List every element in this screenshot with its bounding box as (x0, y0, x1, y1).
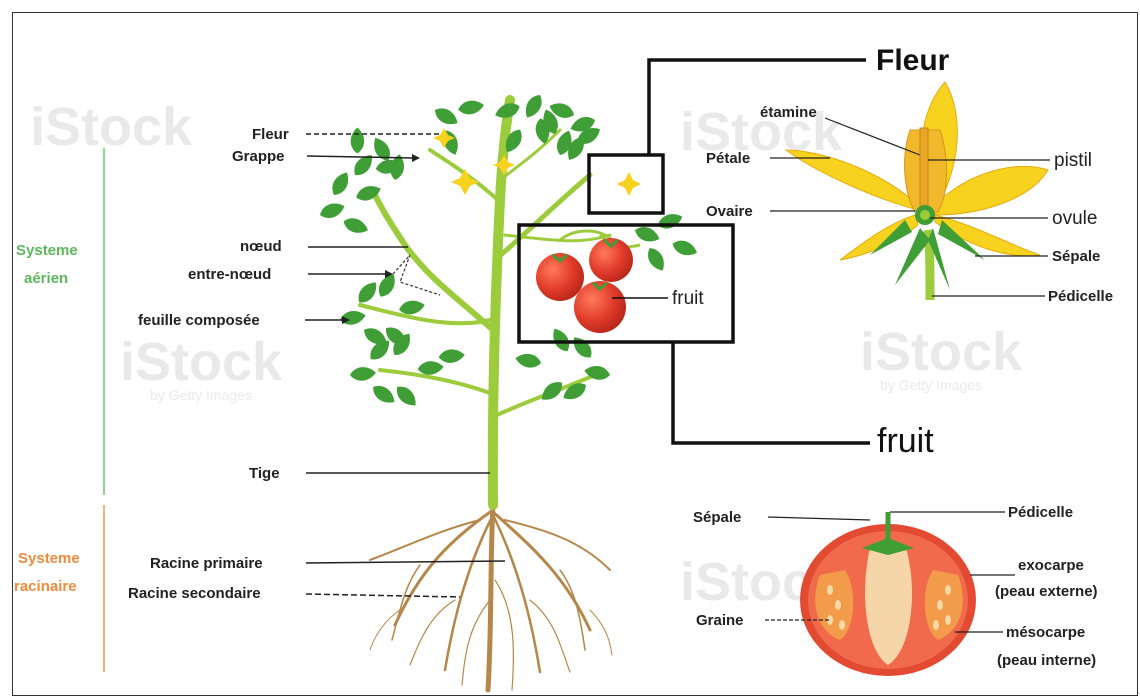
exocarpe-label: exocarpe (1018, 557, 1084, 574)
grappe-label: Grappe (232, 148, 285, 165)
roots (370, 505, 612, 690)
ovule-label: ovule (1052, 208, 1097, 229)
mesocarpe-label: mésocarpe (1006, 624, 1085, 641)
fleur-label: Fleur (252, 126, 289, 143)
pistil-label: pistil (1054, 150, 1092, 171)
tomatoes (536, 231, 640, 333)
feuille-label: feuille composée (138, 312, 260, 329)
racine-secondaire-label: Racine secondaire (128, 585, 261, 602)
flower-sepale-label: Sépale (1052, 248, 1100, 265)
aerial-system-label-1: Systeme (16, 242, 78, 259)
mesocarpe-sub-label: (peau interne) (997, 652, 1096, 669)
root-system-label-2: racinaire (14, 578, 77, 595)
fruit-connector (673, 342, 870, 443)
ovaire-label: Ovaire (706, 203, 753, 220)
fruit-sepale-label: Sépale (693, 509, 741, 526)
watermark-text: iStock (30, 97, 193, 157)
petale-label: Pétale (706, 150, 750, 167)
watermark-sub: by Getty Images (880, 377, 982, 393)
tige-label: Tige (249, 465, 280, 482)
flower-pedicelle-label: Pédicelle (1048, 288, 1113, 305)
graine-label: Graine (696, 612, 744, 629)
noeud-label: nœud (240, 238, 282, 255)
plant-flowers (433, 128, 641, 196)
racine-primaire-label: Racine primaire (150, 555, 263, 572)
fruit-heading: fruit (877, 422, 934, 460)
aerial-system-label-2: aérien (24, 270, 68, 287)
etamine-label: étamine (760, 104, 817, 121)
watermark-text: iStock (120, 332, 283, 392)
tomato-cross-section (800, 512, 976, 676)
watermark-sub: by Getty Images (150, 387, 252, 403)
fleur-heading: Fleur (876, 44, 950, 77)
watermark-text: iStock (860, 322, 1023, 382)
entre-noeud-label: entre-nœud (188, 266, 271, 283)
fruit-inset-label: fruit (672, 288, 704, 309)
exocarpe-sub-label: (peau externe) (995, 583, 1098, 600)
fruit-pedicelle-label: Pédicelle (1008, 504, 1073, 521)
root-system-label-1: Systeme (18, 550, 80, 567)
